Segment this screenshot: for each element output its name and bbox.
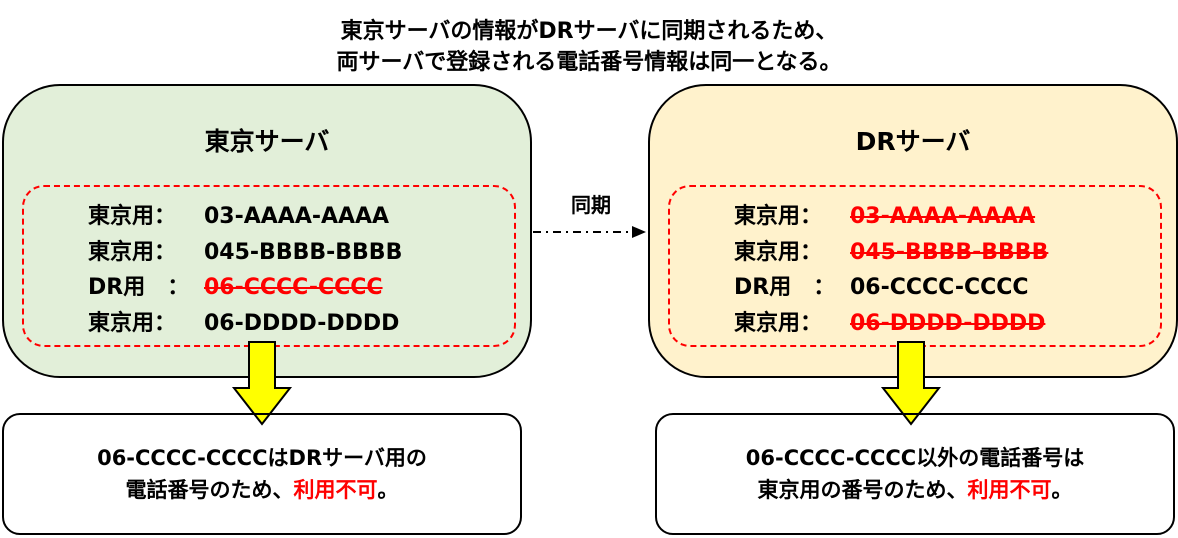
number-label: 東京用： (734, 204, 823, 229)
tokyo-number-row: DR用 ： 06-CCCC-CCCC (88, 270, 508, 306)
number-label: 東京用： (88, 239, 177, 265)
phone-number: 06-DDDD-DDDD (850, 310, 1046, 336)
note-line-2: 電話番号のため、利用不可。 (97, 474, 427, 506)
number-label: 東京用： (734, 239, 823, 265)
dr-number-row: 東京用： 045-BBBB-BBBB (734, 235, 1154, 271)
dr-number-row: 東京用： 03-AAAA-AAAA (734, 199, 1154, 235)
dr-down-arrow (880, 341, 942, 426)
dr-number-list: 東京用： 03-AAAA-AAAA 東京用： 045-BBBB-BBBB DR用 ：… (734, 199, 1154, 341)
phone-number: 045-BBBB-BBBB (204, 239, 403, 265)
number-label: DR用 ： (88, 275, 190, 300)
tokyo-note-box: 06-CCCC-CCCCはDRサーバ用の 電話番号のため、利用不可。 (2, 413, 522, 535)
note-text: 。 (377, 478, 399, 502)
diagram-caption: 東京サーバの情報がDRサーバに同期されるため、 両サーバで登録される電話番号情報… (0, 16, 1178, 78)
number-label: 東京用： (734, 310, 823, 336)
number-label: 東京用： (88, 204, 177, 229)
note-line-1: 06-CCCC-CCCC以外の電話番号は (745, 446, 1085, 470)
number-label: 東京用： (88, 310, 177, 336)
dr-server-title: DRサーバ (855, 127, 971, 156)
note-text: 。 (1051, 478, 1073, 502)
dr-number-row: DR用 ： 06-CCCC-CCCC (734, 270, 1154, 306)
phone-number: 03-AAAA-AAAA (204, 204, 390, 229)
tokyo-down-arrow (231, 341, 293, 426)
phone-number: 03-AAAA-AAAA (850, 204, 1036, 229)
phone-number: 06-DDDD-DDDD (204, 310, 400, 336)
caption-line-2: 両サーバで登録される電話番号情報は同一となる。 (336, 50, 842, 75)
dr-note-box: 06-CCCC-CCCC以外の電話番号は 東京用の番号のため、利用不可。 (655, 413, 1175, 535)
phone-number: 06-CCCC-CCCC (204, 275, 383, 300)
note-text: 電話番号のため、 (125, 478, 294, 502)
sync-label: 同期 (571, 193, 611, 217)
unavailable-emphasis: 利用不可 (967, 478, 1052, 502)
phone-number: 06-CCCC-CCCC (850, 275, 1029, 300)
sync-arrowhead (632, 226, 646, 238)
number-label: DR用 ： (734, 275, 836, 300)
caption-line-1: 東京サーバの情報がDRサーバに同期されるため、 (340, 19, 838, 44)
phone-number: 045-BBBB-BBBB (850, 239, 1049, 265)
tokyo-note-text: 06-CCCC-CCCCはDRサーバ用の 電話番号のため、利用不可。 (97, 442, 427, 506)
note-line-2: 東京用の番号のため、利用不可。 (746, 474, 1084, 506)
tokyo-number-row: 東京用： 03-AAAA-AAAA (88, 199, 508, 235)
tokyo-number-row: 東京用： 06-DDDD-DDDD (88, 306, 508, 342)
note-text: 東京用の番号のため、 (757, 478, 968, 502)
tokyo-number-row: 東京用： 045-BBBB-BBBB (88, 235, 508, 271)
dr-note-text: 06-CCCC-CCCC以外の電話番号は 東京用の番号のため、利用不可。 (746, 442, 1084, 506)
tokyo-server-title: 東京サーバ (204, 127, 330, 156)
tokyo-number-list: 東京用： 03-AAAA-AAAA 東京用： 045-BBBB-BBBB DR用 ：… (88, 199, 508, 341)
note-line-1: 06-CCCC-CCCCはDRサーバ用の (97, 446, 427, 470)
unavailable-emphasis: 利用不可 (293, 478, 378, 502)
dr-number-row: 東京用： 06-DDDD-DDDD (734, 306, 1154, 342)
tokyo-server-box: 東京サーバ 東京用： 03-AAAA-AAAA 東京用： 045-BBBB-BBBB… (2, 84, 532, 378)
